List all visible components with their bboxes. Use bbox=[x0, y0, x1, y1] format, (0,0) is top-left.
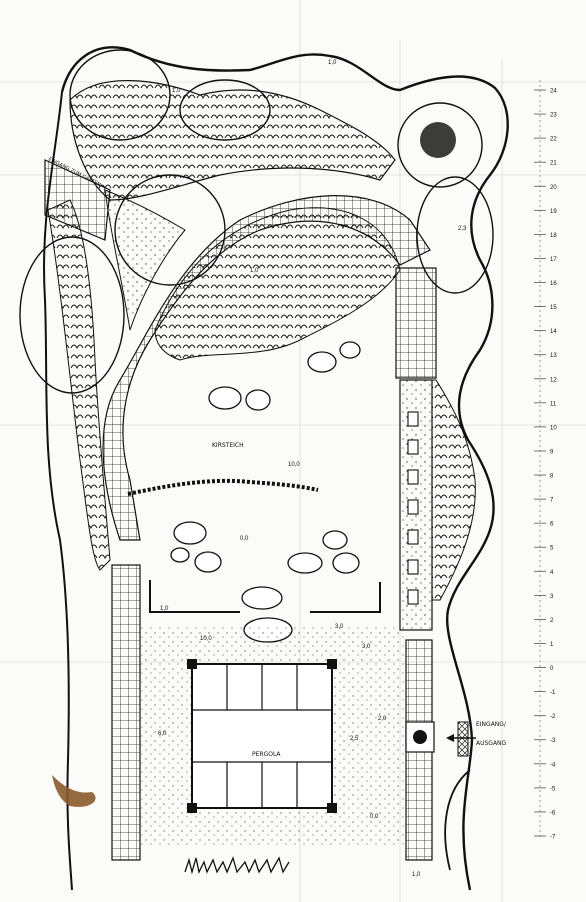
pergola-label: PERGOLA bbox=[252, 751, 281, 758]
scale-label: 14 bbox=[550, 329, 557, 335]
dim-lawn-mid: 10,0 bbox=[288, 462, 300, 468]
scale-label: -2 bbox=[550, 714, 556, 720]
garden-boundary bbox=[60, 46, 509, 891]
scale-label: 16 bbox=[550, 281, 557, 287]
dim-top-left-mark: 1,0 bbox=[172, 88, 181, 94]
right-path-steps bbox=[407, 411, 419, 605]
lower-right-curve bbox=[444, 769, 471, 871]
dim-center-bed: 1,0 bbox=[250, 268, 259, 274]
scale-label: 22 bbox=[550, 137, 557, 143]
scale-label: 24 bbox=[550, 89, 557, 95]
dim-pergola-side2: 2,0 bbox=[378, 716, 387, 722]
entrance-label-2: AUSGANG bbox=[476, 740, 507, 747]
dim-bottom-width: 1,0 bbox=[412, 872, 421, 878]
scale-labels: 2423222120191817161514131211109876543210… bbox=[534, 89, 557, 841]
scale-label: 7 bbox=[550, 498, 554, 504]
scale-label: -7 bbox=[550, 835, 556, 841]
entrance-gate bbox=[405, 721, 476, 757]
scale-label: 19 bbox=[550, 209, 557, 215]
scale-label: 10 bbox=[550, 425, 557, 431]
dim-right-bed: 2,3 bbox=[458, 226, 467, 232]
scale-label: -3 bbox=[550, 738, 556, 744]
arc-planting bbox=[154, 207, 401, 361]
scale-label: 0 bbox=[550, 666, 554, 672]
entrance-label-1: EINGANG/ bbox=[476, 721, 507, 728]
scale-label: 4 bbox=[550, 570, 554, 576]
scale-label: -5 bbox=[550, 786, 556, 792]
pond-label: KIRSTEICH bbox=[212, 442, 244, 449]
scale-label: 21 bbox=[550, 161, 557, 167]
left-planting-strip bbox=[47, 199, 111, 571]
brown-mark bbox=[52, 775, 96, 807]
scale-label: 15 bbox=[550, 305, 557, 311]
dim-terrace-edge: 1,0 bbox=[160, 606, 169, 612]
dim-top-bed: 1,0 bbox=[328, 60, 337, 66]
scale-label: 12 bbox=[550, 377, 557, 383]
scale-label: -6 bbox=[550, 810, 556, 816]
terrace-edges bbox=[149, 580, 381, 613]
scale-label: 5 bbox=[550, 546, 554, 552]
scale-label: 18 bbox=[550, 233, 557, 239]
stepping-stones bbox=[170, 341, 361, 643]
bottom-grasses bbox=[184, 856, 290, 875]
pergola bbox=[187, 659, 337, 813]
scale-label: 2 bbox=[550, 618, 554, 624]
dim-terrace-right: 3,0 bbox=[335, 624, 344, 630]
dim-lawn-center: 0,0 bbox=[240, 536, 249, 542]
scale-label: 17 bbox=[550, 257, 557, 263]
scale-label: 3 bbox=[550, 594, 554, 600]
right-wall-upper bbox=[395, 267, 437, 379]
scale-label: -1 bbox=[550, 690, 556, 696]
paved-walkway-left bbox=[111, 564, 141, 861]
central-hedge bbox=[127, 478, 319, 496]
top-right-tree bbox=[397, 102, 483, 188]
scale-label: 9 bbox=[550, 449, 554, 455]
scale-label: 6 bbox=[550, 522, 554, 528]
dim-pergola-height: 6,0 bbox=[158, 731, 167, 737]
scale-label: 20 bbox=[550, 185, 557, 191]
dim-lower-right: 0,0 bbox=[370, 814, 379, 820]
dim-terrace-step: 3,0 bbox=[362, 644, 371, 650]
scale-label: -4 bbox=[550, 762, 556, 768]
scale-label: 23 bbox=[550, 113, 557, 119]
side-entrance-path bbox=[44, 159, 111, 241]
gravel-path bbox=[104, 189, 186, 331]
dim-terrace-width: 10,0 bbox=[200, 636, 212, 642]
scale-label: 11 bbox=[550, 401, 557, 407]
scale-label: 8 bbox=[550, 474, 554, 480]
scale-label: 1 bbox=[550, 642, 554, 648]
scale-label: 13 bbox=[550, 353, 557, 359]
right-planting-strip bbox=[431, 379, 476, 601]
dim-pergola-side: 2,5 bbox=[350, 736, 359, 742]
